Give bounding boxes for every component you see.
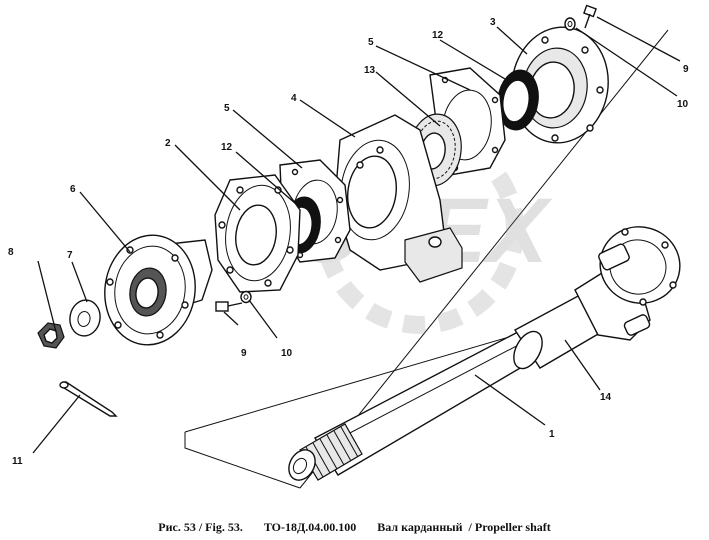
callout-9b: 9 [241, 348, 247, 359]
part-6-companion-flange [104, 234, 213, 346]
callout-5a: 5 [368, 37, 374, 48]
callout-12b: 12 [221, 142, 233, 153]
callout-8: 8 [8, 247, 14, 258]
universal-joint-yoke [574, 226, 681, 341]
part-12-upper-seal [497, 69, 539, 131]
callout-10a: 10 [677, 99, 689, 110]
part-7-washer [69, 299, 101, 337]
caption-figure-number: Рис. 53 / Fig. 53. [158, 520, 243, 534]
callout-7: 7 [67, 250, 73, 261]
callout-1: 1 [549, 429, 555, 440]
part-2-flange-housing [214, 174, 301, 293]
callout-6: 6 [70, 184, 76, 195]
part-14-sleeve-tube [513, 294, 607, 370]
callout-2: 2 [165, 138, 171, 149]
assembly-frame-lines [184, 29, 669, 489]
callout-3: 3 [490, 17, 496, 28]
part-10-upper-washer [564, 17, 576, 31]
callout-13: 13 [364, 65, 376, 76]
figure-caption: Рис. 53 / Fig. 53. ТО-18Д.04.00.100 Вал … [0, 520, 709, 535]
caption-part-code: ТО-18Д.04.00.100 [263, 520, 357, 534]
part-10-lower-washer [240, 290, 252, 304]
callout-5b: 5 [224, 103, 230, 114]
callout-10b: 10 [281, 348, 293, 359]
callout-numbers: 1 2 3 4 5 5 6 7 8 9 9 10 10 11 12 12 13 … [8, 17, 689, 467]
part-9-upper-bolt [583, 4, 597, 29]
part-3-bearing-housing [511, 26, 609, 144]
callout-12a: 12 [432, 30, 444, 41]
callout-11: 11 [12, 456, 23, 467]
leader-lines [32, 16, 681, 454]
callout-4: 4 [291, 93, 297, 104]
callout-9a: 9 [683, 64, 689, 75]
part-11-cotter-pin [59, 380, 118, 417]
callout-14: 14 [600, 392, 612, 403]
part-9-lower-bolt [215, 301, 243, 312]
part-8-castle-nut [37, 322, 65, 349]
caption-title: Вал карданный / Propeller shaft [377, 520, 551, 534]
propeller-shaft-exploded-diagram: OPEX [8, 4, 689, 489]
